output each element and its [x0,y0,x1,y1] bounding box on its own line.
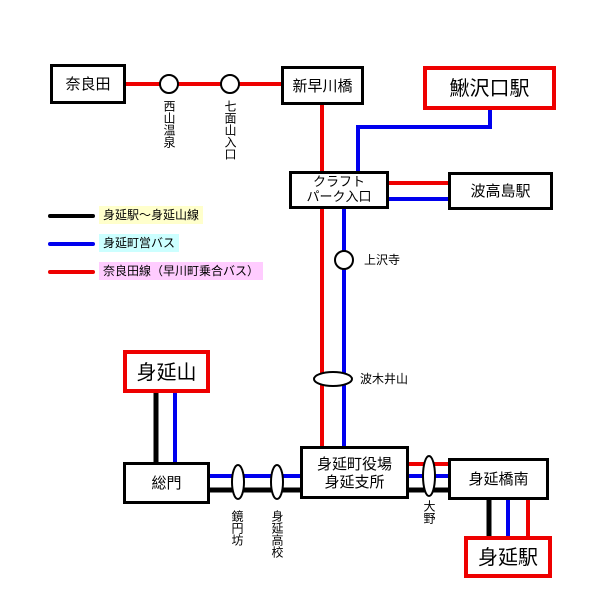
station-kajikazawaguchi[interactable]: 鰍沢口駅 [423,66,556,110]
blue-line-kajikazawa-craftpark [356,108,492,172]
stop-marker-minobu-koko[interactable] [270,464,284,500]
stop-label-minobu-koko: 身延高校 [270,510,284,558]
station-yakuba[interactable]: 身延町役場 身延支所 [300,446,409,499]
station-yakuba-line2: 身延支所 [324,472,385,491]
stop-marker-ono[interactable] [422,455,436,497]
stop-marker-kyoenbo[interactable] [231,464,245,500]
station-hadakajima[interactable]: 波高島駅 [448,172,553,210]
station-craft-park[interactable]: クラフト パーク入口 [289,171,389,209]
station-yakuba-line1: 身延町役場 [316,454,392,473]
legend-label-black: 身延駅～身延山線 [99,206,204,224]
stop-marker-kamisawadera[interactable] [334,250,354,270]
stop-label-nishiyama-onsen: 西山温泉 [162,100,176,148]
stop-marker-shichimenzan-iriguchi[interactable] [220,74,240,94]
stop-label-ono: 大野 [422,500,436,524]
stop-label-kamisawadera: 上沢寺 [364,253,401,267]
station-narada[interactable]: 奈良田 [50,64,126,104]
stop-label-kyoenbo: 鏡円坊 [230,510,244,546]
station-shinhayakawa[interactable]: 新早川橋 [281,66,364,105]
stop-marker-nishiyama-onsen[interactable] [159,74,179,94]
legend-label-blue: 身延町営バス [99,234,180,252]
stop-label-hakiiyama: 波木井山 [360,372,409,386]
stop-marker-hakiiyama[interactable] [313,371,353,387]
stop-label-shichimenzan-iriguchi: 七面山入口 [223,100,237,160]
station-craft-park-line2: パーク入口 [306,190,372,205]
station-craft-park-line1: クラフト [312,175,365,190]
station-minobu[interactable]: 身延駅 [464,536,552,578]
station-minobusan[interactable]: 身延山 [123,350,210,393]
station-minobubashi-minami[interactable]: 身延橋南 [448,458,549,500]
station-somon[interactable]: 総門 [123,462,210,504]
legend-label-red: 奈良田線（早川町乗合バス） [99,262,264,280]
